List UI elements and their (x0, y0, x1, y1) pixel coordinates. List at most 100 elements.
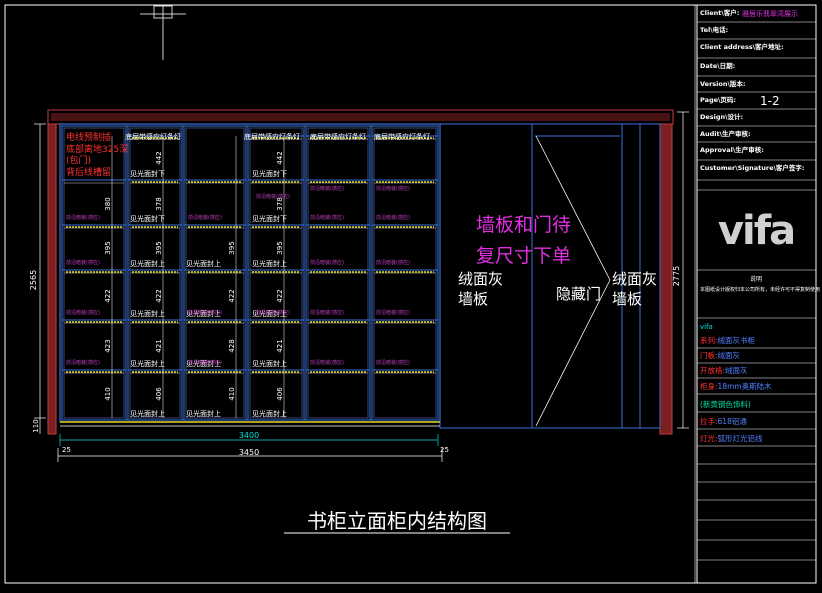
vifa-logo: vifa (718, 208, 794, 254)
wall-panel-area (439, 123, 661, 429)
note-text: 本图纸设计版权归本公司所有，未经许可不得复制使用 (700, 286, 820, 293)
inner-dim-value: 378 (276, 197, 284, 210)
title-block-field-label: Approval\生产审核: (700, 145, 764, 154)
dim-width-inner: 3400 (239, 431, 259, 440)
sensor-light-note: 前沿暗装(感应) (376, 185, 410, 192)
svg-text:(包门): (包门) (66, 154, 91, 166)
note-wall-door-remeasure-1: 墙板和门待 (476, 214, 571, 236)
dim-overall-height: 2565 (29, 270, 38, 290)
inner-dim-value: 380 (104, 197, 112, 210)
spec-row: 系列:绒面灰书柜 (700, 335, 756, 345)
inner-dim-value: 406 (155, 387, 163, 401)
inner-dim-value: 422 (104, 289, 112, 302)
sensor-light-note: 前沿暗装(感应) (376, 259, 410, 266)
inner-dim-value: 395 (155, 241, 163, 254)
inner-dim-value: 410 (104, 387, 112, 400)
bookcase-elevation: 380 395 422 423 410 442 378 395 422 421 406 395 422 4… (59, 123, 441, 423)
sensor-light-note: 前沿暗装(感应) (66, 214, 100, 221)
spec-header: vifa (700, 323, 713, 331)
inner-dim-value: 421 (276, 339, 284, 352)
hidden-door-label: 隐藏门 (556, 285, 601, 303)
sensor-light-note: 前沿暗装(感应) (188, 309, 222, 316)
light-strip-label: 底层带感应灯条灯 (125, 132, 181, 141)
sensor-light-note: 前沿暗装(感应) (66, 309, 100, 316)
inner-dim-value: 422 (276, 289, 284, 302)
shelf-label: 见光面封上 (130, 259, 165, 268)
view-marker-symbol (140, 5, 186, 60)
cabinet-column (247, 125, 305, 421)
spec-row: (新黄钢色饰料) (700, 399, 751, 409)
title-block-field-label: Client address\客户地址: (700, 42, 784, 51)
light-strip-label: 底层带感应灯条灯 (310, 132, 366, 141)
cabinet-column (371, 125, 439, 421)
light-strip-label: 底层带感应灯条灯 (374, 132, 430, 141)
wall-label-right-2: 墙板 (612, 290, 642, 308)
spec-row: 拉手:618铝通 (700, 416, 747, 426)
cabinet-column (127, 125, 183, 421)
inner-dim-value: 395 (104, 241, 112, 254)
inner-dim-value: 395 (276, 241, 284, 254)
left-dimension (34, 123, 46, 434)
title-block-field-label: Audit\生产审核: (700, 129, 751, 138)
sensor-light-note: 前沿暗装(感应) (256, 193, 290, 200)
spec-row: 门板:绒面灰 (700, 350, 741, 360)
sensor-light-note: 前沿暗装(感应) (66, 359, 100, 366)
dim-base: 110 (32, 419, 40, 432)
inner-dim-value: 378 (155, 197, 163, 210)
inner-dim-value: 406 (276, 387, 284, 401)
shelf-label: 见光面封上 (186, 309, 221, 318)
sensor-light-note: 前沿暗装(感应) (188, 359, 222, 366)
title-block-field-label: Design\设计: (700, 112, 743, 121)
sensor-light-note: 前沿暗装(感应) (376, 309, 410, 316)
dim-width-outer: 3450 (239, 448, 259, 457)
shelf-label: 见光面封上 (130, 359, 165, 368)
title-block-field-label: Customer\Signature\客户签字: (700, 163, 805, 172)
shelf-label: 见光面封下 (252, 169, 287, 178)
shelf-label: 见光面封上 (130, 309, 165, 318)
sensor-light-note: 前沿暗装(感应) (66, 259, 100, 266)
right-side-wall (659, 123, 673, 435)
light-strip-label: 底层带感应灯条灯 (244, 132, 300, 141)
shelf-label: 见光面封上 (186, 259, 221, 268)
dim-side-right: 25 (440, 446, 449, 454)
cabinet-column (61, 125, 127, 421)
sensor-light-note: 前沿暗装(感应) (310, 309, 344, 316)
note-title: 说明 (750, 275, 762, 283)
sensor-light-note: 前沿暗装(感应) (376, 214, 410, 221)
inner-dim-value: 423 (104, 339, 112, 352)
shelf-label: 见光面封下 (130, 169, 165, 178)
dim-right-height: 2775 (672, 266, 681, 286)
title-block-field-label: Version\版本: (700, 79, 745, 88)
svg-text:背后线槽留: 背后线槽留 (66, 166, 111, 178)
shelf-label: 见光面封上 (186, 409, 221, 418)
spec-row: 开放格:绒面灰 (700, 365, 748, 375)
inner-dim-value: 395 (228, 241, 236, 254)
title-block-field-label: Date\日期: (700, 61, 735, 70)
hidden-door-swing (535, 135, 611, 427)
note-wall-door-remeasure-2: 复尺寸下单 (476, 245, 571, 267)
left-side-wall (47, 123, 57, 435)
inner-dim-value: 428 (228, 339, 236, 352)
ceiling-wall (47, 109, 674, 125)
wall-label-left-1: 绒面灰 (458, 270, 503, 288)
inner-dim-value: 442 (155, 151, 163, 164)
spec-row: 灯光:弧形灯光铝线 (700, 433, 763, 443)
sensor-light-note: 前沿暗装(感应) (310, 185, 344, 192)
sensor-light-note: 前沿暗装(感应) (256, 309, 290, 316)
inner-dim-value: 422 (228, 289, 236, 302)
shelf-label: 见光面封下 (252, 214, 287, 223)
title-block-field-value: 雅居乐翡翠湾展示 (742, 9, 798, 18)
spec-row: 柜身:18mm奥斯陆木 (700, 381, 772, 391)
inner-dim-value: 421 (155, 339, 163, 352)
sensor-light-note: 前沿暗装(感应) (310, 214, 344, 221)
wall-label-right-1: 绒面灰 (612, 270, 657, 288)
cabinet-column (183, 125, 247, 421)
shelf-label: 见光面封上 (130, 409, 165, 418)
inner-dim-value: 410 (228, 387, 236, 400)
dim-side-left: 25 (62, 446, 71, 454)
svg-text:底部离地325深: 底部离地325深 (66, 143, 128, 155)
sheet-border (4, 4, 817, 584)
